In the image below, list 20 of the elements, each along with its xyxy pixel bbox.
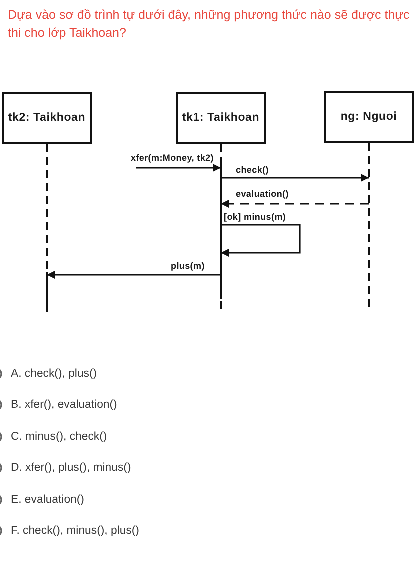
edge-label: evaluation() bbox=[235, 189, 290, 199]
edge-label: xfer(m:Money, tk2) bbox=[130, 153, 215, 163]
message-arrow bbox=[136, 164, 221, 172]
answer-option: F. check(), minus(), plus() bbox=[11, 524, 140, 538]
answer-option: D. xfer(), plus(), minus() bbox=[11, 461, 132, 476]
answer-option: A. check(), plus() bbox=[11, 367, 98, 381]
edge-label: [ok] minus(m) bbox=[223, 212, 288, 222]
object-box: tk2: Taikhoan bbox=[2, 92, 92, 144]
answer-option: C. minus(), check() bbox=[11, 430, 108, 444]
edge-label: check() bbox=[235, 165, 270, 175]
answer-option: B. xfer(), evaluation() bbox=[11, 398, 118, 412]
message-arrow bbox=[221, 200, 369, 208]
edge-label: plus(m) bbox=[170, 261, 206, 271]
message-arrow bbox=[47, 271, 221, 279]
answer-option: E. evaluation() bbox=[11, 492, 84, 507]
question-text: Dựa vào sơ đồ trình tự dưới đây, những phương thức nào sẽ được thực thi cho lớp Taikhoan? bbox=[8, 7, 411, 42]
message-arrow bbox=[221, 174, 369, 182]
message-arrow bbox=[221, 224, 301, 257]
object-box: tk1: Taikhoan bbox=[176, 92, 266, 144]
object-box: ng: Nguoi bbox=[324, 91, 414, 143]
